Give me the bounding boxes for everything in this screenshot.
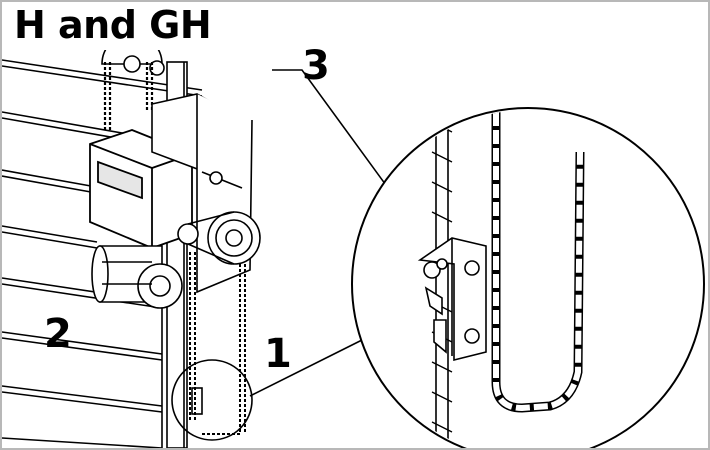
detail-circle-small bbox=[171, 359, 253, 441]
hand-chains bbox=[103, 62, 154, 132]
callout-3: 3 bbox=[302, 43, 330, 89]
motor-cylinder bbox=[91, 245, 183, 309]
diagram-title: H and GH bbox=[12, 2, 218, 50]
door-slats bbox=[2, 59, 203, 448]
chain-center-detail bbox=[491, 112, 585, 413]
gearbox-plate bbox=[151, 93, 261, 294]
drive-chains bbox=[189, 252, 246, 435]
detail-circle-large bbox=[351, 107, 705, 448]
leader-line-1 bbox=[249, 339, 363, 397]
callout-2: 2 bbox=[44, 311, 72, 357]
callout-1: 1 bbox=[264, 331, 292, 377]
bracket-detail bbox=[417, 237, 487, 362]
